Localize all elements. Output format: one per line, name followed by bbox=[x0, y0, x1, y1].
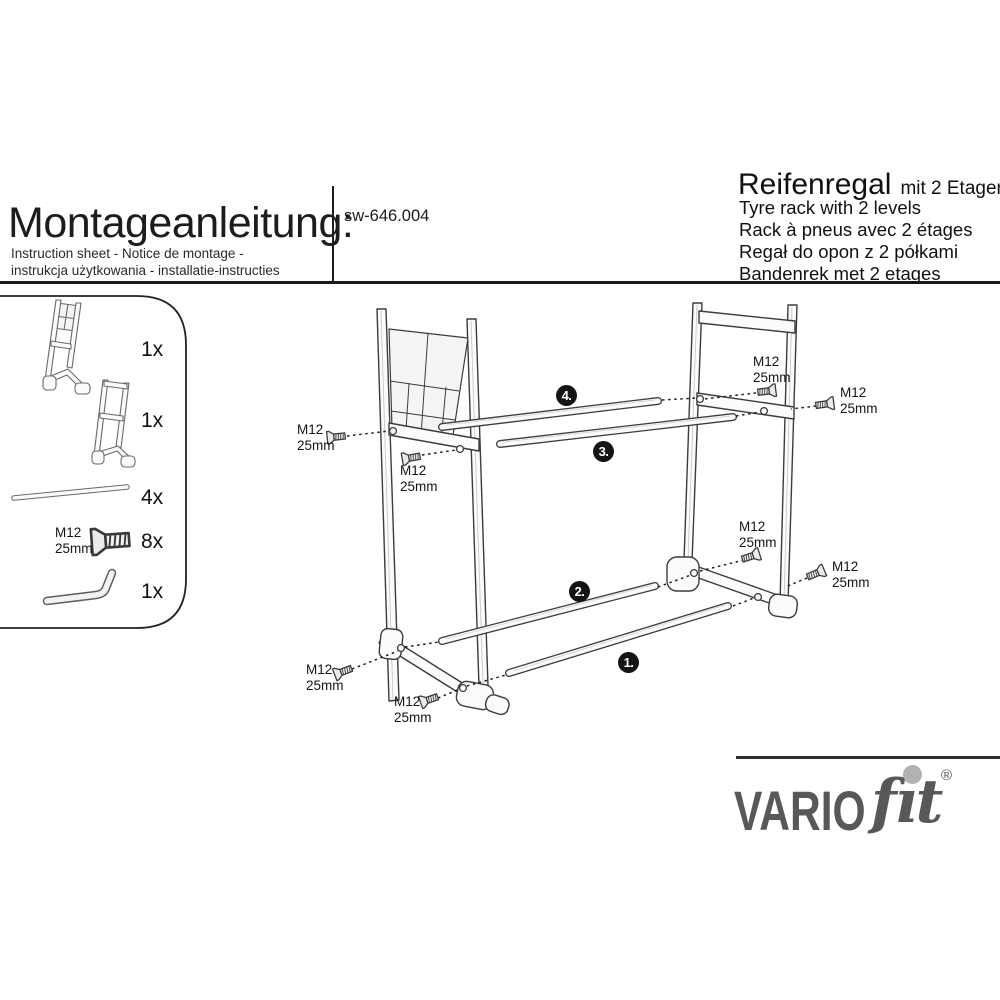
bolt-holes bbox=[388, 394, 769, 693]
leader-lines bbox=[346, 392, 817, 699]
registered-trademark-icon: ® bbox=[941, 767, 953, 784]
part-allen-key-drawing bbox=[42, 568, 117, 606]
header-rule bbox=[0, 281, 1000, 284]
part-screw-size: M12 bbox=[55, 525, 82, 540]
product-title-pl: Regał do opon z 2 półkami bbox=[739, 241, 959, 262]
cross-tube-3-drawing bbox=[496, 413, 737, 448]
subtitle-line-2: instrukcja użytkowania - installatie-ins… bbox=[11, 263, 280, 278]
part-side-frame-open-drawing bbox=[91, 379, 136, 468]
screw-icon-4 bbox=[814, 396, 836, 413]
part-screw-drawing bbox=[89, 525, 132, 557]
bolt-label-7: M12 25mm bbox=[306, 662, 344, 695]
product-title-de-suffix: mit 2 Etagen bbox=[900, 178, 1000, 199]
bolt-label-3: M12 25mm bbox=[753, 354, 791, 387]
bolt-size: M12 bbox=[394, 694, 421, 709]
bolt-length: 25mm bbox=[753, 369, 791, 385]
bolt-size: M12 bbox=[840, 385, 867, 400]
bolt-length: 25mm bbox=[840, 400, 878, 416]
part-screw-length: 25mm bbox=[55, 540, 93, 556]
page-title: Montageanleitung: bbox=[8, 199, 354, 247]
brand-dot-icon bbox=[903, 765, 922, 784]
bolt-label-1: M12 25mm bbox=[297, 422, 335, 455]
step-marker-2: 2. bbox=[569, 581, 590, 602]
header-divider bbox=[332, 186, 334, 281]
parts-box-border bbox=[0, 295, 187, 629]
part-qty-frame-mesh: 1x bbox=[141, 338, 164, 361]
step-marker-4: 4. bbox=[556, 385, 577, 406]
bolt-size: M12 bbox=[739, 519, 766, 534]
bolt-size: M12 bbox=[306, 662, 333, 677]
step-marker-3: 3. bbox=[593, 441, 614, 462]
bolt-label-8: M12 25mm bbox=[394, 694, 432, 727]
bolt-label-5: M12 25mm bbox=[739, 519, 777, 552]
product-title-fr: Rack à pneus avec 2 étages bbox=[739, 219, 973, 240]
subtitle-line-1: Instruction sheet - Notice de montage - bbox=[11, 246, 244, 261]
product-title-en: Tyre rack with 2 levels bbox=[739, 197, 921, 218]
bolt-label-6: M12 25mm bbox=[832, 559, 870, 592]
part-side-frame-mesh-drawing bbox=[42, 299, 91, 395]
bolt-label-2: M12 25mm bbox=[400, 463, 438, 496]
bolt-size: M12 bbox=[832, 559, 859, 574]
bolt-length: 25mm bbox=[297, 437, 335, 453]
product-title-de-main: Reifenregal bbox=[738, 168, 892, 201]
part-qty-frame-open: 1x bbox=[141, 409, 164, 432]
part-qty-allen-key: 1x bbox=[141, 580, 164, 603]
article-number: sw-646.004 bbox=[344, 207, 430, 225]
bolt-length: 25mm bbox=[832, 574, 870, 590]
bolt-length: 25mm bbox=[400, 478, 438, 494]
cross-tube-1-drawing bbox=[505, 602, 732, 677]
cross-tube-4-drawing bbox=[438, 397, 662, 431]
bolt-size: M12 bbox=[297, 422, 324, 437]
bolt-length: 25mm bbox=[394, 709, 432, 725]
logo-rule bbox=[736, 756, 1000, 759]
part-qty-cross-tube: 4x bbox=[141, 486, 164, 509]
part-screw-label: M12 25mm bbox=[55, 525, 93, 558]
bolt-size: M12 bbox=[400, 463, 427, 478]
part-cross-tube-drawing bbox=[11, 484, 130, 501]
bolt-length: 25mm bbox=[739, 534, 777, 550]
part-qty-screw: 8x bbox=[141, 530, 164, 553]
product-title-nl: Bandenrek met 2 etages bbox=[739, 263, 941, 284]
bolt-length: 25mm bbox=[306, 677, 344, 693]
cross-tube-2-drawing bbox=[438, 582, 659, 645]
right-side-frame-drawing bbox=[666, 302, 799, 619]
bolt-size: M12 bbox=[753, 354, 780, 369]
step-marker-1: 1. bbox=[618, 652, 639, 673]
screw-icon-6 bbox=[804, 563, 828, 584]
brand-wordmark-vario: VARIO bbox=[734, 779, 866, 842]
bolt-label-4: M12 25mm bbox=[840, 385, 878, 418]
product-title-de: Reifenregal mit 2 Etagen bbox=[738, 168, 1000, 202]
left-side-frame-drawing bbox=[376, 308, 510, 716]
